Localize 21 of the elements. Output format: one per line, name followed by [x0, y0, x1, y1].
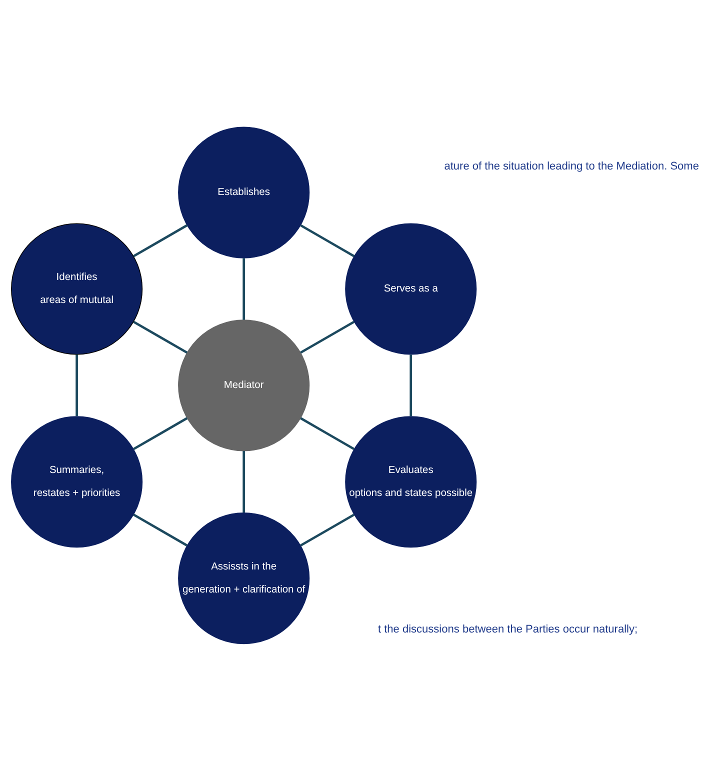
node-circle: Summaries, restates + priorities: [11, 416, 143, 548]
connector: [133, 513, 188, 546]
label: ature of the situation leading to the Mediation. Some: [444, 160, 699, 172]
connector: [76, 354, 78, 416]
connector: [300, 513, 355, 546]
node-circle: Identifies areas of mututal: [11, 222, 143, 354]
node-circle: Evaluates options and states possible: [345, 416, 477, 548]
connector: [133, 416, 188, 450]
connector: [133, 320, 188, 354]
node-circle: Assissts in the generation + clarification of: [178, 512, 310, 644]
node-circle: Serves as a: [345, 222, 477, 354]
node-circle: Establishes: [178, 126, 310, 258]
connector: [242, 258, 246, 320]
connector: [242, 450, 246, 512]
connector: [300, 224, 355, 257]
connector: [300, 320, 355, 354]
connector: [133, 224, 188, 257]
label: t the discussions between the Parties occur naturally;: [378, 623, 638, 636]
connector: [410, 354, 412, 416]
node-circle: Mediator: [178, 319, 310, 451]
connector: [300, 416, 355, 450]
